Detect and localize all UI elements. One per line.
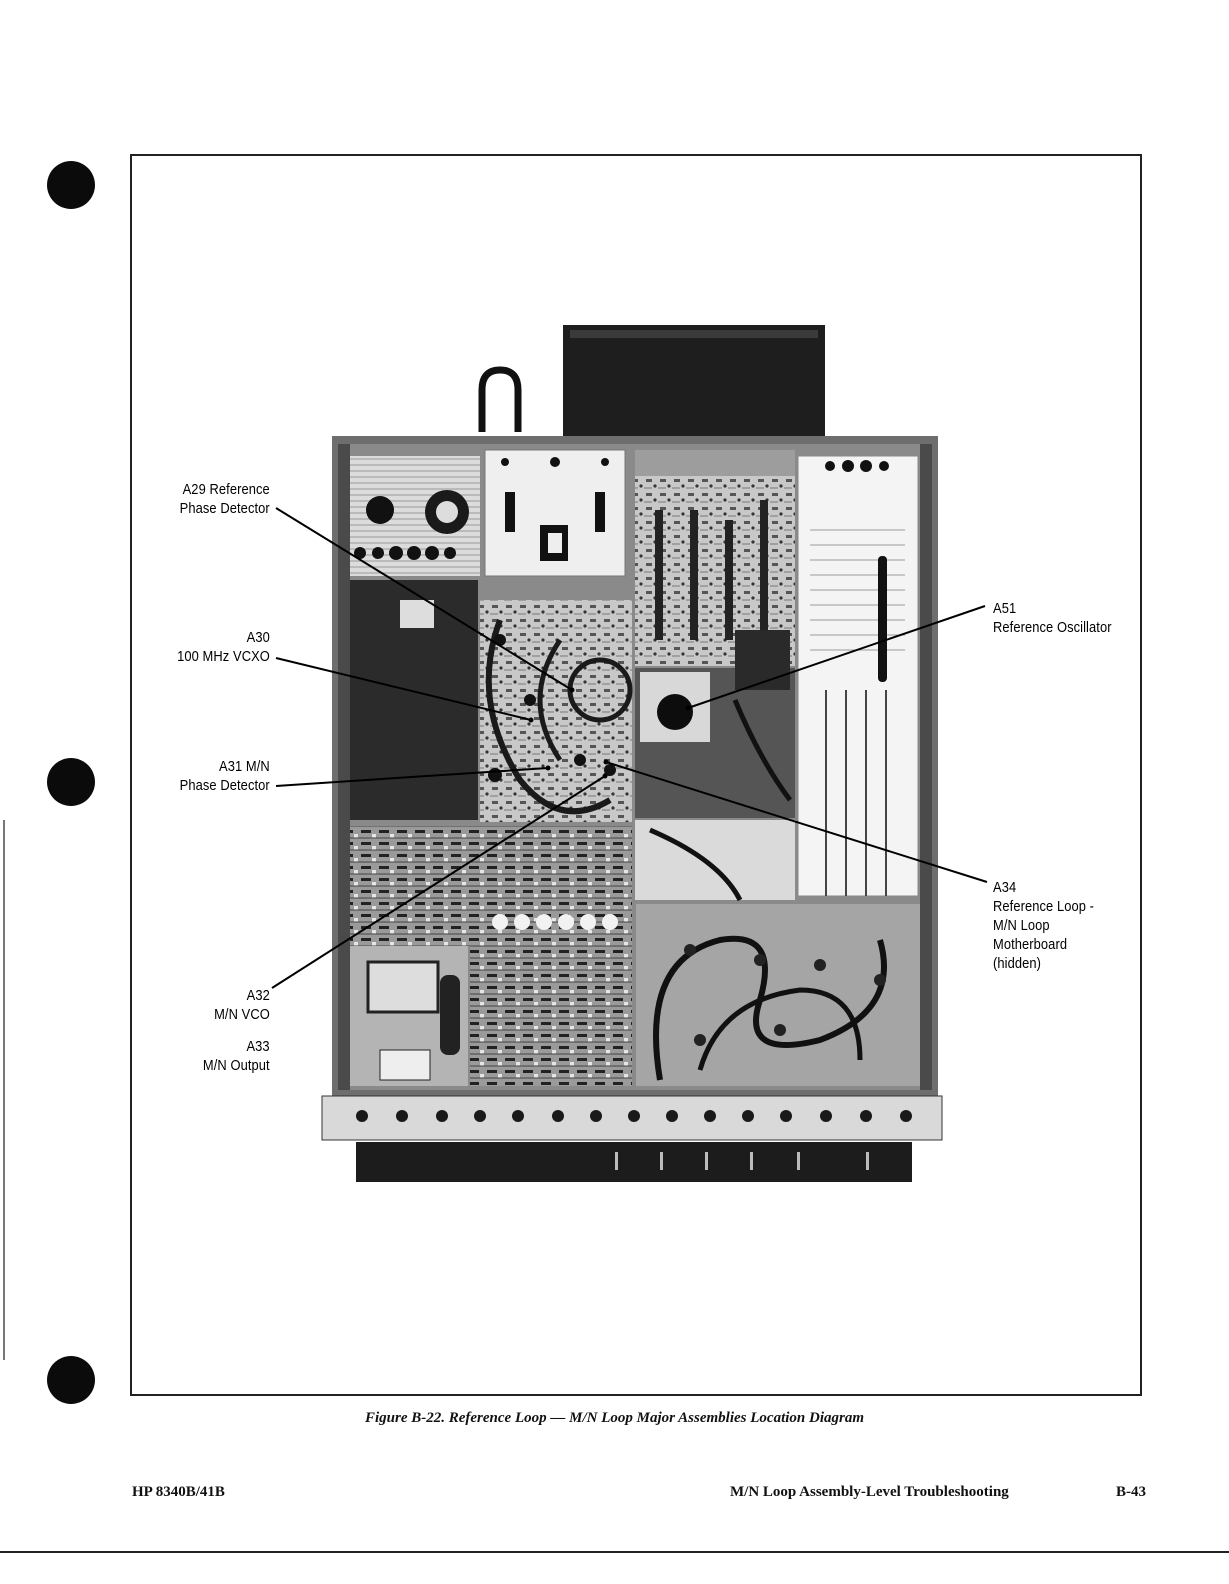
front-panel [356,1142,912,1182]
footer-page-number: B-43 [1116,1484,1146,1500]
leader-a30 [275,657,532,721]
callout-a32-vco: A32 M/N VCO [214,987,270,1023]
binder-hole-middle [47,758,95,806]
figure-frame [130,154,1142,1396]
leader-a29 [275,507,573,691]
leader-a51 [687,605,986,709]
callout-a33-output: A33 M/N Output [203,1038,270,1074]
rear-power-module [563,325,825,437]
footer-section-title: M/N Loop Assembly-Level Troubleshooting [730,1484,1009,1500]
callout-a34-motherboard: A34 Reference Loop - M/N Loop Motherboar… [993,879,1095,972]
leader-a32 [271,775,606,989]
callout-a31-phase-detector: A31 M/N Phase Detector [179,758,270,794]
scan-edge-mark [3,820,5,1360]
figure-caption: Figure B-22. Reference Loop — M/N Loop M… [364,1410,864,1426]
bottom-rule [0,1551,1229,1553]
m-n-vco-board [470,946,632,1086]
callout-a30-vcxo: A30 100 MHz VCXO [177,629,270,665]
callout-a51-reference-oscillator: A51 Reference Oscillator [993,600,1112,636]
reference-loop-boards [480,600,632,822]
binder-hole-bottom [47,1356,95,1404]
leader-a34 [605,761,988,883]
leader-a31 [275,767,549,787]
footer-model: HP 8340B/41B [132,1484,225,1500]
cable-loop [478,366,522,432]
binder-hole-top [47,161,95,209]
callout-a29-reference-phase-detector: A29 Reference Phase Detector [179,481,270,517]
card-cage-label [797,455,919,897]
